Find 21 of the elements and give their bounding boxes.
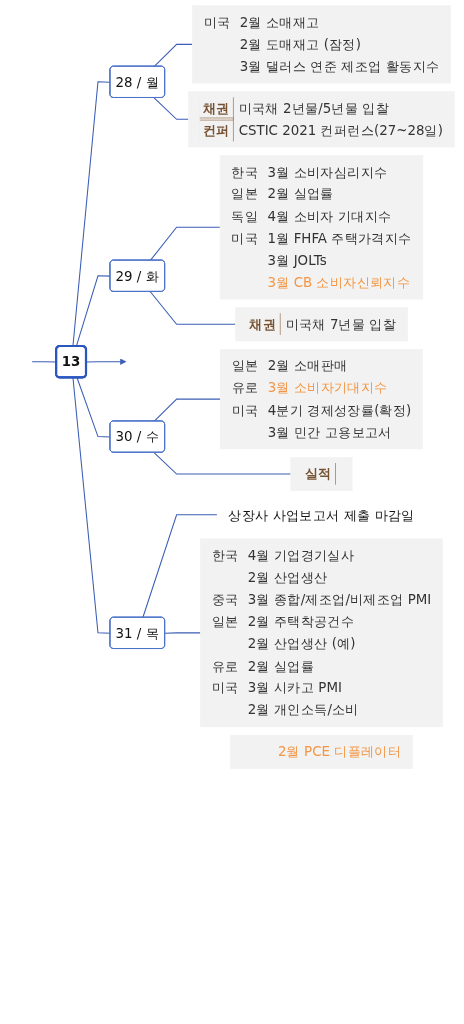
connector	[153, 97, 190, 120]
connector	[142, 514, 218, 619]
node-box: 한국 4월 기업경기실사 2월 산업생산 중국 3월 종합/제조업/비제조업 PMI 일본 2월 주택착공건수 2월 산업생산 (예) 유로 2월 실업률 미국 3월 시카고 PMI 2월 개인소득/소비	[200, 538, 443, 728]
connector	[149, 226, 221, 261]
connector	[72, 377, 111, 634]
connector	[149, 291, 236, 325]
node-box: 미국 2월 소매재고 2월 도매재고 (잠정) 3월 댈러스 연준 제조업 활동지수	[192, 5, 451, 84]
connector	[153, 43, 193, 68]
node-box: 채권 미국채 7년물 입찰	[235, 307, 408, 342]
connector	[75, 275, 111, 347]
connector	[153, 452, 292, 475]
connector	[153, 398, 221, 422]
node-box: 채권 미국채 2년물/5년물 입찰 컨퍼 CSTIC 2021 컨퍼런스(27~28일)	[188, 91, 455, 148]
connector	[72, 81, 111, 347]
node-box: 일본 2월 소매판매 유로 3월 소비자기대지수 미국 4분기 경제성장률(확정) 3월 민간 고용보고서	[220, 349, 423, 450]
node-box: 실적	[290, 457, 353, 492]
connector	[164, 632, 201, 634]
connector	[76, 377, 111, 438]
node-box: 한국 3월 소비자심리지수 일본 2월 실업률 독일 4월 소비자 기대지수 미국 1월 FHFA 주택가격지수 3월 JOLTs 3월 CB 소비자신뢰지수	[219, 155, 424, 300]
connector	[31, 361, 57, 363]
node-text: 상장사 사업보고서 제출 마감일	[228, 506, 415, 523]
